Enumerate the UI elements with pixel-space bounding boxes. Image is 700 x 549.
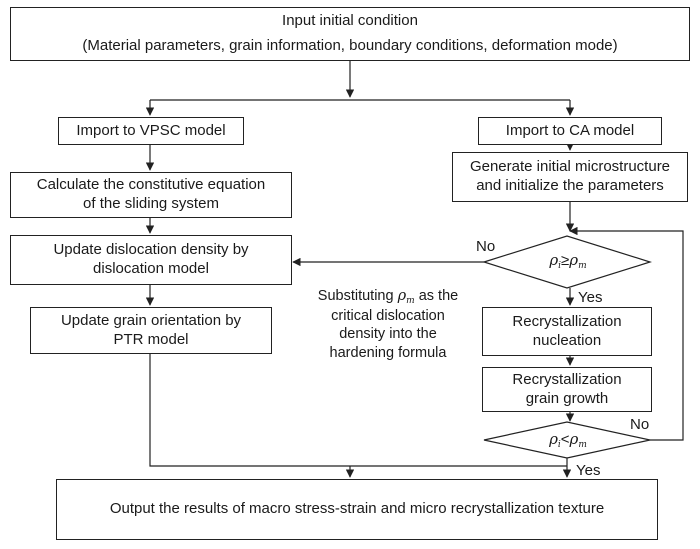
- note-line3: density into the: [339, 326, 437, 343]
- decision-1-text: ρi≥ρm: [549, 251, 587, 271]
- decision-diamond-1: [481, 235, 653, 289]
- growth-line1: Recrystallization: [512, 370, 622, 388]
- calc-constitutive-line1: Calculate the constitutive equation: [36, 176, 266, 194]
- import-vpsc-label: Import to VPSC model: [76, 121, 226, 139]
- import-vpsc-box: Import to VPSC model: [58, 117, 244, 145]
- generate-line2: and initialize the parameters: [476, 177, 664, 194]
- calc-constitutive-line2: of the sliding system: [83, 195, 219, 212]
- update-dislocation-line2: dislocation model: [93, 260, 209, 277]
- nucleation-line2: nucleation: [532, 331, 602, 349]
- growth-line2: grain growth: [525, 389, 609, 407]
- calc-constitutive-box: Calculate the constitutive equation of t…: [10, 172, 292, 218]
- output-results-box: Output the results of macro stress-strai…: [56, 479, 658, 540]
- decision-diamond-2: [483, 421, 651, 459]
- input-title: Input initial condition: [282, 12, 418, 30]
- update-dislocation-box: Update dislocation density by dislocatio…: [10, 235, 292, 285]
- update-dislocation-line1: Update dislocation density by: [53, 241, 249, 259]
- note-line1: Substituting ρm as the: [317, 288, 459, 306]
- yes-label-2: Yes: [576, 462, 601, 479]
- decision-2-text: ρi<ρm: [549, 430, 587, 450]
- note-line4: hardening formula: [329, 344, 447, 361]
- input-condition-box: Input initial condition (Material parame…: [10, 7, 690, 61]
- no-label-2: No: [630, 416, 650, 433]
- yes-label-1: Yes: [578, 289, 603, 306]
- update-grain-box: Update grain orientation by PTR model: [30, 307, 272, 354]
- update-grain-line1: Update grain orientation by: [60, 311, 242, 329]
- loop-no-to-decision1: [569, 226, 684, 441]
- generate-line1: Generate initial microstructure: [469, 158, 671, 176]
- no-label-1: No: [476, 238, 496, 255]
- recrystallization-nucleation-box: Recrystallization nucleation: [482, 307, 652, 356]
- update-grain-line2: PTR model: [113, 330, 189, 348]
- substitution-note: Substituting ρm as the critical dislocat…: [298, 287, 478, 362]
- recrystallization-growth-box: Recrystallization grain growth: [482, 367, 652, 412]
- nucleation-line1: Recrystallization: [512, 312, 622, 330]
- note-line2: critical dislocation: [331, 308, 445, 325]
- output-label: Output the results of macro stress-strai…: [109, 500, 605, 518]
- import-ca-box: Import to CA model: [478, 117, 662, 145]
- import-ca-label: Import to CA model: [505, 121, 635, 139]
- generate-microstructure-box: Generate initial microstructure and init…: [452, 152, 688, 202]
- input-details: (Material parameters, grain information,…: [82, 37, 618, 54]
- line-grain-to-output: [149, 354, 567, 467]
